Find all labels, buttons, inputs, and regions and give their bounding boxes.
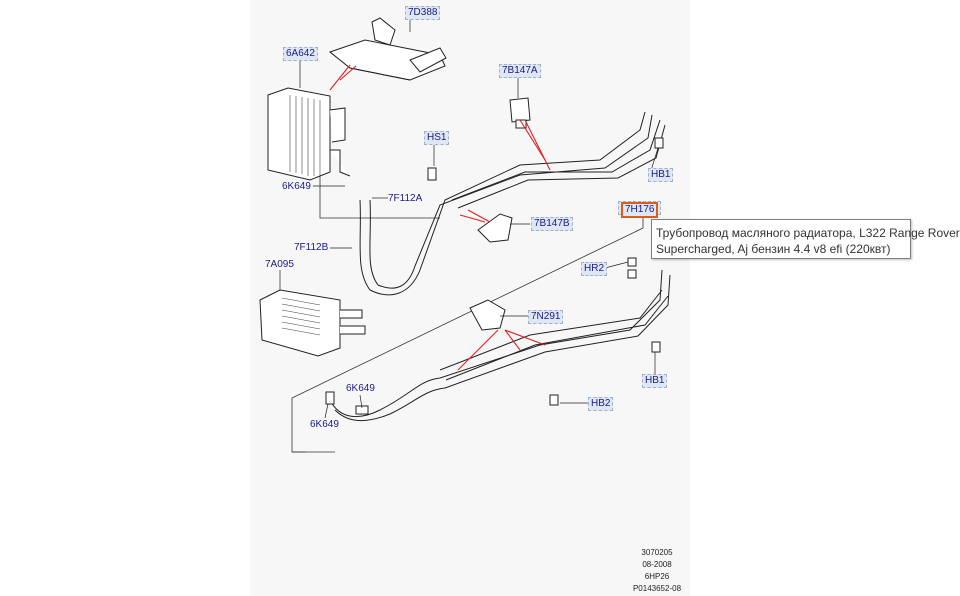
label-leaders bbox=[279, 18, 659, 419]
footer-date: 08-2008 bbox=[642, 560, 672, 569]
callout-hb1-bottom[interactable]: HB1 bbox=[642, 374, 668, 388]
tooltip-line-2: Supercharged, Aj бензин 4.4 v8 efi (220к… bbox=[656, 242, 891, 256]
clip-7b147b bbox=[477, 213, 513, 243]
leader-lines bbox=[329, 64, 551, 371]
lower-pipes bbox=[329, 269, 671, 422]
frame-upper bbox=[319, 172, 440, 219]
callout-6k649-top[interactable]: 6K649 bbox=[282, 181, 311, 192]
footer-transmission: 6HP26 bbox=[644, 572, 670, 581]
callout-6k649-bottom[interactable]: 6K649 bbox=[310, 419, 339, 430]
callout-7n291[interactable]: 7N291 bbox=[528, 310, 564, 324]
cooler-6a642 bbox=[267, 87, 351, 181]
callout-7f112a[interactable]: 7F112A bbox=[388, 193, 423, 204]
callout-hr2[interactable]: HR2 bbox=[581, 262, 608, 276]
parts-illustration bbox=[259, 17, 671, 453]
part-tooltip: Трубопровод масляного радиатора, L322 Ra… bbox=[651, 219, 960, 259]
tooltip-line-1: Трубопровод масляного радиатора, L322 Ra… bbox=[656, 226, 960, 240]
callout-7f112b[interactable]: 7F112B bbox=[294, 242, 329, 253]
bolts bbox=[325, 137, 664, 415]
selected-part-label[interactable]: 7H176 bbox=[621, 202, 659, 218]
callout-6k649-mid[interactable]: 6K649 bbox=[346, 383, 375, 394]
footer-part-code: P0143652-08 bbox=[632, 584, 682, 593]
callout-hb2[interactable]: HB2 bbox=[588, 397, 614, 411]
callout-7b147b[interactable]: 7B147B bbox=[531, 217, 573, 231]
clip-7b147a bbox=[509, 97, 531, 129]
cooler-7a095 bbox=[259, 289, 366, 357]
callout-7b147a[interactable]: 7B147A bbox=[499, 64, 541, 78]
callout-7d388[interactable]: 7D388 bbox=[405, 6, 441, 20]
callout-6a642[interactable]: 6A642 bbox=[283, 47, 318, 61]
clip-7n291 bbox=[469, 299, 506, 331]
callout-hs1[interactable]: HS1 bbox=[424, 131, 450, 145]
callout-7a095[interactable]: 7A095 bbox=[265, 259, 294, 270]
callout-7h176-selected[interactable]: 7H176 bbox=[618, 201, 662, 218]
footer-drawing-number: 3070205 bbox=[641, 548, 673, 557]
callout-hb1-top[interactable]: HB1 bbox=[648, 168, 674, 182]
bracket-7d388 bbox=[328, 17, 447, 81]
